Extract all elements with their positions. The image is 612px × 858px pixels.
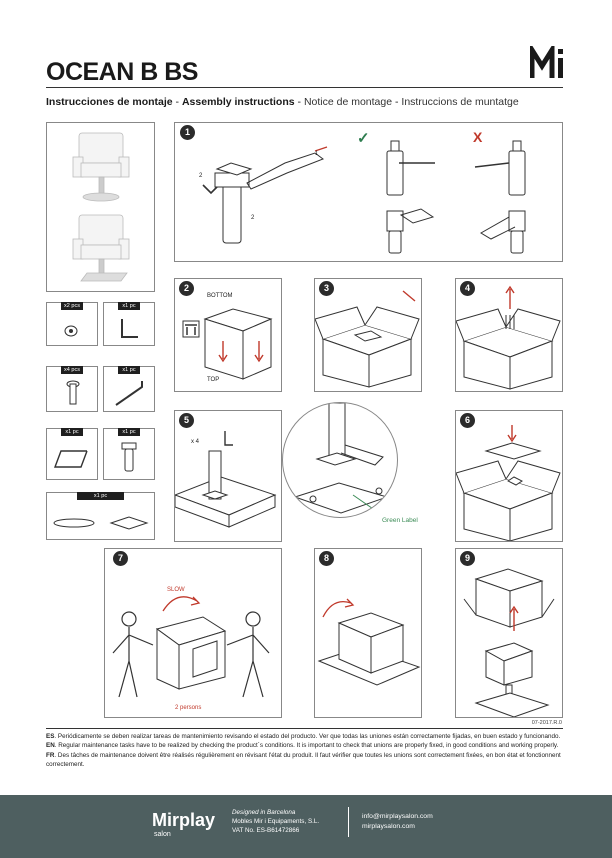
part-bolts: x4 pcs	[46, 366, 98, 412]
turn-box-icon	[317, 598, 421, 686]
step-5-zoom-panel	[282, 402, 398, 518]
header-rule	[46, 87, 563, 88]
step-2-panel: 2 BOTTOM TOP	[174, 278, 282, 392]
green-label-text: Green Label	[382, 517, 418, 524]
part-allen-key-short: x1 pc	[103, 302, 155, 346]
footer: Mirplay salon Designed in Barcelona Mobl…	[0, 795, 612, 858]
step-1-panel: 1 1 2 2 ✓ X	[174, 122, 563, 262]
maintenance-rule	[46, 728, 563, 729]
mirplay-logo-icon	[530, 46, 563, 78]
part-hydraulic-pump: x1 pc	[103, 428, 155, 480]
step-8-number: 8	[319, 551, 334, 566]
footer-divider	[348, 807, 349, 837]
base-plates-icon	[53, 516, 149, 530]
step-2-bottom-label: BOTTOM	[207, 293, 233, 299]
step-7-persons-label: 2 persons	[175, 705, 202, 711]
lift-pump-out-icon	[456, 285, 561, 390]
bolt-base-icon	[175, 431, 277, 528]
screw-cap-icon	[64, 325, 78, 337]
remove-box-chair-icon	[463, 568, 555, 717]
subtitle-ca: Instruccions de muntatge	[401, 96, 519, 108]
step-7-slow-label: SLOW	[167, 587, 185, 593]
page-subtitle: Instrucciones de montaje - Assembly inst…	[46, 96, 519, 108]
part-foot-rest: x1 pc	[46, 428, 98, 480]
product-image-panel	[46, 122, 155, 292]
part-allen-key-long: x1 pc	[103, 366, 155, 412]
page-title: OCEAN B BS	[46, 58, 198, 86]
bolt-icon	[66, 380, 80, 405]
step-1-illustration-icon	[202, 140, 526, 254]
two-persons-flip-icon	[112, 596, 270, 698]
footer-email-link[interactable]: info@mirplaysalon.com	[362, 813, 433, 820]
zoom-detail-icon	[293, 403, 389, 514]
step-5-panel: 5 x 4	[174, 410, 282, 542]
step-9-number: 9	[460, 551, 475, 566]
footer-company-info: Designed in Barcelona Mobles Mir i Equip…	[232, 809, 320, 834]
subtitle-es: Instrucciones de montaje	[46, 96, 173, 108]
chair-illustration-icon	[72, 132, 130, 282]
footer-brand: Mirplay	[152, 810, 216, 830]
box-orientation-icon	[182, 308, 273, 380]
part-screw-caps: x2 pcs	[46, 302, 98, 346]
step-1-label-1: 1	[315, 151, 319, 157]
subtitle-en: Assembly instructions	[181, 96, 295, 108]
step-1-number: 1	[180, 125, 195, 140]
footer-contact: info@mirplaysalon.com mirplaysalon.com	[362, 812, 433, 831]
step-5-number: 5	[179, 413, 194, 428]
allen-key-long-icon	[115, 381, 143, 406]
foot-rest-icon	[53, 450, 88, 468]
part-base-plates: x1 pc	[46, 492, 155, 540]
step-4-number: 4	[460, 281, 475, 296]
subtitle-fr: Notice de montage	[303, 96, 393, 108]
step-6-number: 6	[460, 413, 475, 428]
footer-web-link[interactable]: mirplaysalon.com	[362, 822, 415, 830]
insert-into-box-icon	[456, 425, 561, 541]
step-1-label-2b: 2	[251, 215, 255, 221]
step-9-panel: 9	[455, 548, 563, 718]
open-box-icon	[315, 290, 420, 388]
step-7-panel: 7 SLOW 2 persons	[104, 548, 282, 718]
step-2-number: 2	[179, 281, 194, 296]
cross-icon: X	[473, 129, 483, 145]
step-6-panel: 6	[455, 410, 563, 542]
step-4-panel: 4	[455, 278, 563, 392]
step-5-times-label: x 4	[191, 439, 200, 445]
step-7-number: 7	[113, 551, 128, 566]
footer-brand-sub: salon	[154, 831, 171, 838]
step-2-top-label: TOP	[207, 377, 220, 383]
hydraulic-pump-icon	[121, 442, 137, 472]
allen-key-icon	[121, 319, 138, 338]
step-8-panel: 8	[314, 548, 422, 718]
check-icon: ✓	[357, 130, 370, 147]
step-3-number: 3	[319, 281, 334, 296]
maintenance-text: ES. Periódicamente se deben realizar tar…	[46, 733, 561, 768]
step-3-panel: 3	[314, 278, 422, 392]
step-1-label-2a: 2	[199, 173, 203, 179]
version-code: 07-2017.R.0	[531, 720, 562, 726]
